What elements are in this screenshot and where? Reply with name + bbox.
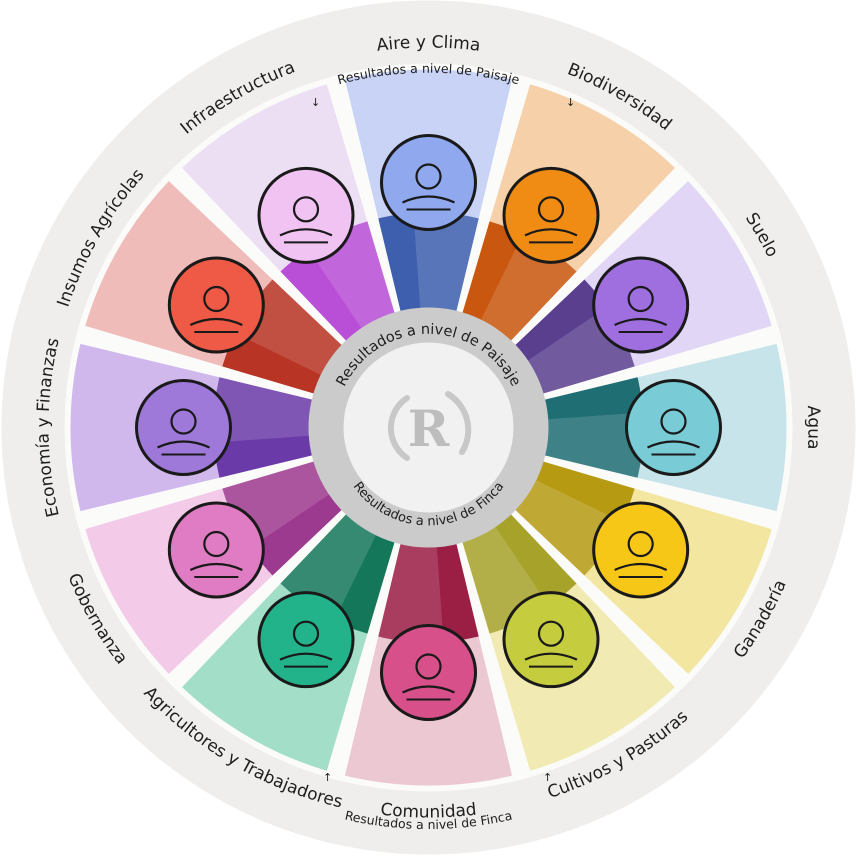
soil-organisms-icon	[592, 256, 690, 354]
icon-badge	[502, 591, 600, 689]
icon-glyph	[170, 408, 197, 435]
icon-glyph	[203, 285, 230, 313]
icon-glyph	[203, 530, 230, 558]
icon-glyph	[537, 196, 565, 223]
icon-glyph	[415, 163, 442, 190]
icon-badge	[592, 501, 690, 599]
icon-ground-line	[614, 317, 668, 326]
icon-ground-line	[189, 562, 243, 571]
farmers-icon	[257, 591, 355, 689]
sector-inner-economia-y-finanzas	[213, 377, 322, 478]
sector-icons	[135, 134, 722, 721]
icon-glyph	[660, 408, 687, 435]
icon-ground-line	[157, 440, 210, 449]
icon-ground-line	[524, 228, 578, 237]
arrow-down-right-icon: ↓	[566, 96, 575, 109]
icon-badge	[167, 256, 265, 354]
arrow-down-left-icon: ↓	[311, 96, 320, 109]
sector-shade-agua	[535, 412, 644, 478]
icon-ground-line	[647, 440, 700, 449]
icon-ground-line	[614, 562, 668, 571]
river-landscape-icon	[625, 379, 722, 476]
sector-inner-agua	[535, 377, 644, 478]
arrow-up-right-icon: ↑	[543, 771, 552, 784]
icon-badge	[167, 501, 265, 599]
outer-label-comunidad: Comunidad	[379, 800, 477, 823]
seed-bag-icon	[167, 256, 265, 354]
market-people-icon	[380, 624, 477, 721]
center-logo-letter: R	[408, 399, 450, 458]
icon-glyph	[292, 620, 320, 647]
center-disc	[343, 342, 514, 513]
icon-glyph	[292, 196, 320, 223]
icon-glyph	[627, 285, 654, 313]
icon-ground-line	[524, 652, 578, 661]
icon-ground-line	[402, 685, 455, 694]
sector-shade-aire-y-clima	[413, 212, 479, 321]
svg-text:Aire y Clima: Aire y Clima	[376, 32, 482, 55]
icon-ground-line	[189, 317, 243, 326]
sector-inner-comunidad	[378, 534, 479, 643]
arrow-up-left-icon: ↑	[323, 771, 332, 784]
icon-badge	[502, 166, 600, 264]
icon-badge	[380, 624, 477, 721]
trees-bird-bee-icon	[502, 166, 600, 264]
sector-inner-aire-y-clima	[378, 212, 479, 321]
icon-badge	[257, 166, 355, 264]
icon-ground-line	[279, 652, 333, 661]
icon-glyph	[415, 653, 442, 680]
icon-badge	[592, 256, 690, 354]
center-logo: R	[387, 391, 472, 461]
farm-windmill-tractor-icon	[257, 166, 355, 264]
sector-shade-economia-y-finanzas	[213, 377, 322, 443]
icon-glyph	[627, 530, 654, 558]
crop-fields-icon	[502, 591, 600, 689]
sector-shade-comunidad	[378, 534, 444, 643]
icon-badge	[625, 379, 722, 476]
svg-text:Agua: Agua	[803, 405, 824, 450]
finance-exchange-icon	[135, 379, 232, 476]
svg-text:Comunidad: Comunidad	[379, 800, 477, 823]
icon-badge	[135, 379, 232, 476]
icon-ground-line	[279, 228, 333, 237]
icon-ground-line	[402, 195, 455, 204]
icon-glyph	[537, 620, 565, 647]
meeting-table-icon	[167, 501, 265, 599]
outer-label-aire-y-clima: Aire y Clima	[376, 32, 482, 55]
cow-chicken-icon	[592, 501, 690, 599]
icon-badge	[257, 591, 355, 689]
icon-badge	[380, 134, 477, 231]
outer-label-agua: Agua	[803, 405, 824, 450]
clouds-farm-icon	[380, 134, 477, 231]
